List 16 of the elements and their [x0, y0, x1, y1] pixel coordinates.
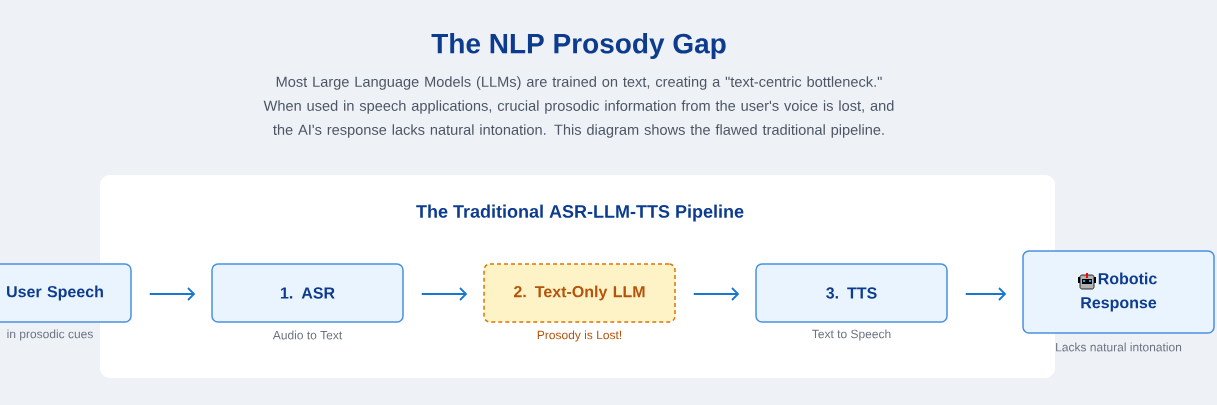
- process-box: User Speech: [0, 263, 132, 323]
- arrow: [148, 287, 196, 301]
- process-box: 3. TTS: [755, 263, 948, 323]
- process-box: 2. Text-Only LLM: [483, 263, 676, 323]
- arrow: [420, 287, 468, 301]
- node-label: Text to Speech: [812, 329, 891, 341]
- arrow: [692, 287, 740, 301]
- node-label: Lacks natural intonation: [1056, 342, 1182, 352]
- title: The NLP Prosody Gap: [431, 32, 726, 60]
- arrow: [964, 287, 1007, 301]
- process-box: 1. ASR: [211, 263, 404, 323]
- node-label: Prosody is Lost!: [537, 330, 622, 342]
- node-label: in prosodic cues: [7, 329, 93, 341]
- node-label: Audio to Text: [272, 330, 343, 340]
- process-box: Robotic Response: [1022, 250, 1215, 334]
- description: Most Large Language Models (LLMs) are trained on text, creating a "text-centric bottleneck." When used in speech applications, crucial prosodic information from the user's voice is lost, and the AI's response lacks natural intonation. This diagram shows the flawed traditional pipeline.: [263, 76, 894, 138]
